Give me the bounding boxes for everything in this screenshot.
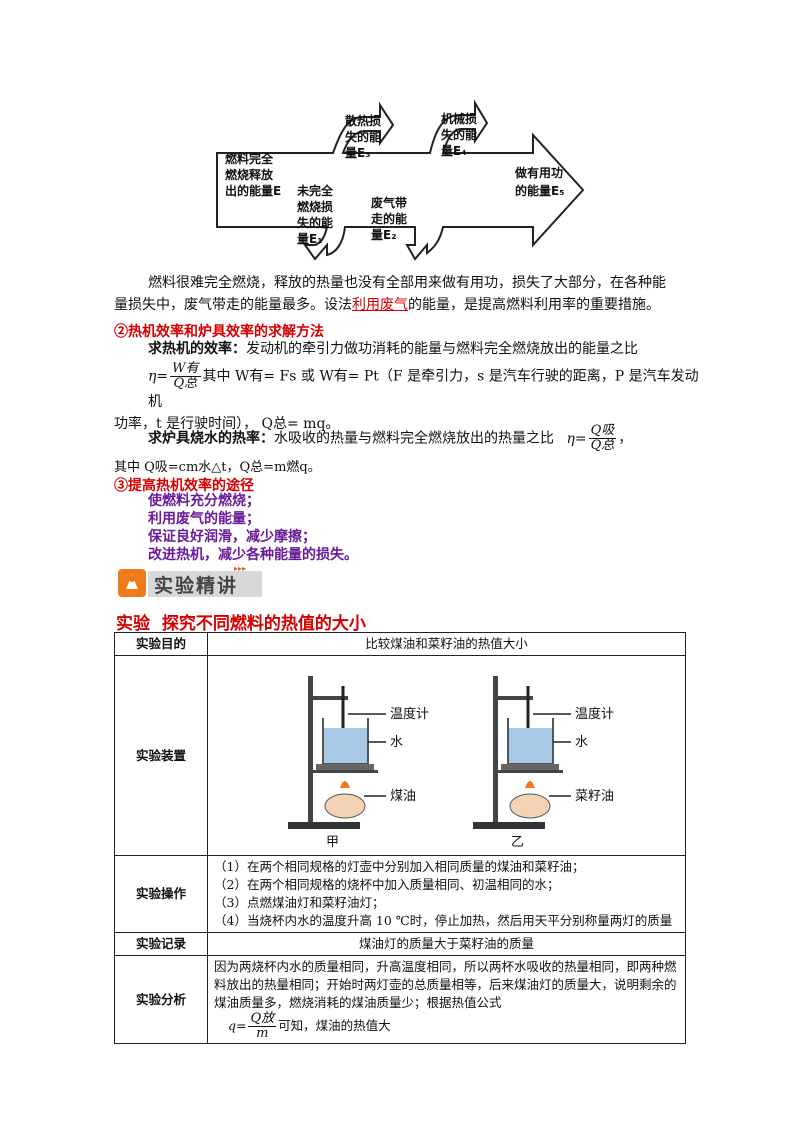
flow-text-e5: 做有用功 的能量E₅ <box>514 165 564 198</box>
record-label: 实验记录 <box>114 932 208 956</box>
svg-text:量E₂: 量E₂ <box>371 228 396 242</box>
svg-text:废气带: 废气带 <box>371 195 407 210</box>
intro-line-2: 量损失中，废气带走的能量最多。设法利用废气的能量，是提高燃料利用率的重要措施。 <box>114 297 660 313</box>
experiment-heading: 实验 探究不同燃料的热值的大小 <box>116 614 366 634</box>
intro-paragraph: 燃料很难完全燃烧，释放的热量也没有全部用来做有用功，损失了大部分，在各种能 量损… <box>114 272 694 316</box>
svg-text:未完全: 未完全 <box>296 183 334 198</box>
list-item: 改进热机，减少各种能量的损失。 <box>148 547 358 563</box>
right-water-label: 水 <box>575 735 588 750</box>
purpose-label: 实验目的 <box>114 632 208 656</box>
svg-text:失的能: 失的能 <box>297 215 333 230</box>
svg-text:燃烧损: 燃烧损 <box>297 199 333 214</box>
flow-text-e2: 废气带 走的能 量E₂ <box>371 195 407 242</box>
left-water <box>324 728 367 763</box>
svg-text:量E₃: 量E₃ <box>345 146 370 160</box>
right-caption: 乙 <box>511 835 524 850</box>
reuse-exhaust-link: 利用废气 <box>352 297 408 313</box>
apparatus-cell: 温度计 水 煤油 甲 <box>207 655 686 856</box>
right-gauze <box>501 764 559 770</box>
left-apparatus: 温度计 水 煤油 甲 <box>288 676 429 850</box>
operation-label: 实验操作 <box>114 855 208 933</box>
svg-text:失的能: 失的能 <box>441 127 477 142</box>
apparatus-label: 实验装置 <box>114 655 208 856</box>
svg-text:▸▸▸: ▸▸▸ <box>234 565 246 573</box>
analysis-cell: 因为两烧杯内水的质量相同，升高温度相同，所以两杯水吸收的热量相同，即两种燃料放出… <box>207 955 686 1044</box>
right-fuel-label: 菜籽油 <box>575 789 614 804</box>
right-apparatus: 温度计 水 菜籽油 乙 <box>473 676 614 850</box>
e-line-3: 出的能量E <box>225 183 281 198</box>
operation-step: （2）在两个相同规格的烧杯中加入质量相同、初温相同的水； <box>214 877 560 892</box>
right-water <box>509 728 552 763</box>
section-3-title: ③提高热机效率的途径 <box>114 478 254 494</box>
flow-text-e3: 散热损 失的能 量E₃ <box>345 113 381 160</box>
table-row: 实验目的 比较煤油和菜籽油的热值大小 <box>114 632 686 656</box>
efficiency-measures-list: 使燃料充分燃烧； 利用废气的能量； 保证良好润滑，减少摩擦； 改进热机，减少各种… <box>148 492 358 564</box>
right-flame <box>525 781 535 788</box>
svg-text:失的能: 失的能 <box>345 129 381 144</box>
left-thermo-label: 温度计 <box>390 706 429 722</box>
left-lamp <box>324 793 366 819</box>
left-fuel-label: 煤油 <box>390 789 416 804</box>
right-thermo-label: 温度计 <box>575 706 614 722</box>
left-gauze <box>316 764 374 770</box>
svg-text:散热损: 散热损 <box>345 113 381 128</box>
experiment-table: 实验目的 比较煤油和菜籽油的热值大小 实验装置 <box>114 632 686 1044</box>
left-flame <box>340 781 350 788</box>
svg-text:量E₄: 量E₄ <box>441 144 466 158</box>
left-caption: 甲 <box>326 835 339 850</box>
banner-graphic: ▸▸▸ <box>118 564 262 597</box>
operation-step: （1）在两个相同规格的灯壶中分别加入相同质量的煤油和菜籽油； <box>214 859 585 874</box>
operation-cell: （1）在两个相同规格的灯壶中分别加入相同质量的煤油和菜籽油； （2）在两个相同规… <box>207 855 686 933</box>
table-row: 实验装置 温度计 <box>114 655 686 856</box>
flow-text-e: 燃料完全 燃烧释放 出的能量E <box>225 151 281 198</box>
e-line-1: 燃料完全 <box>225 151 274 166</box>
svg-text:的能量E₅: 的能量E₅ <box>515 183 564 198</box>
svg-text:做有用功: 做有用功 <box>514 165 563 180</box>
operation-step: （4）当烧杯内水的温度升高 10 ℃时，停止加热，然后用天平分别称量两灯的质量 <box>214 913 673 928</box>
svg-text:走的能: 走的能 <box>371 211 407 226</box>
intro-line-1: 燃料很难完全燃烧，释放的热量也没有全部用来做有用功，损失了大部分，在各种能 <box>148 275 666 291</box>
table-row: 实验记录 煤油灯的质量大于菜籽油的质量 <box>114 932 686 956</box>
svg-text:量E₁: 量E₁ <box>297 232 322 246</box>
engine-label: 求热机的效率： <box>148 341 246 357</box>
apparatus-figure: 温度计 水 煤油 甲 <box>288 676 614 850</box>
purpose-value: 比较煤油和菜籽油的热值大小 <box>207 632 686 656</box>
table-row: 实验分析 因为两烧杯内水的质量相同，升高温度相同，所以两杯水吸收的热量相同，即两… <box>114 955 686 1044</box>
energy-flow-diagram: 燃料完全 燃烧释放 出的能量E 散热损 失的能 量E₃ 机械损 失的能 量E₄ … <box>216 99 585 261</box>
stove-label: 求炉具烧水的热率： <box>148 430 274 447</box>
engine-efficiency: 求热机的效率：发动机的牵引力做功消耗的能量与燃料完全燃烧放出的能量之比 η=W有… <box>114 341 699 432</box>
e-line-2: 燃烧释放 <box>225 167 274 182</box>
list-item: 使燃料充分燃烧； <box>148 493 260 509</box>
experiment-banner: ▸▸▸ 实验精讲 <box>116 564 266 599</box>
table-row: 实验操作 （1）在两个相同规格的灯壶中分别加入相同质量的煤油和菜籽油； （2）在… <box>114 855 686 933</box>
left-water-label: 水 <box>390 735 403 750</box>
flow-text-e1: 未完全 燃烧损 失的能 量E₁ <box>296 183 334 246</box>
main-arrow-shape <box>216 99 585 261</box>
flow-text-e4: 机械损 失的能 量E₄ <box>441 111 477 158</box>
record-value: 煤油灯的质量大于菜籽油的质量 <box>207 932 686 956</box>
list-item: 保证良好润滑，减少摩擦； <box>148 529 316 545</box>
list-item: 利用废气的能量； <box>148 511 260 527</box>
right-lamp <box>509 793 551 819</box>
banner-text: 实验精讲 <box>154 575 239 597</box>
analysis-label: 实验分析 <box>114 955 208 1044</box>
operation-step: （3）点燃煤油灯和菜籽油灯； <box>214 895 385 910</box>
section-2-title: ②热机效率和炉具效率的求解方法 <box>114 324 324 340</box>
svg-text:机械损: 机械损 <box>441 111 477 126</box>
